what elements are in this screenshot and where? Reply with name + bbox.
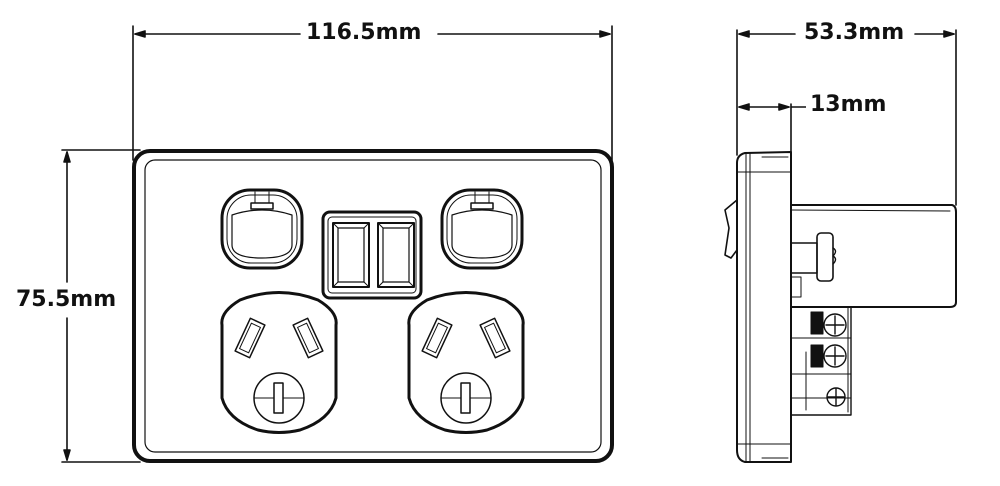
depth-dimension-label: 53.3mm: [800, 20, 909, 46]
side-faceplate: [736, 151, 792, 463]
switch-left-icon: [220, 188, 304, 270]
width-dimension-lines: [132, 25, 613, 161]
height-dimension-label: 75.5mm: [12, 287, 121, 313]
rocker-switch-side-icon: [724, 199, 738, 259]
terminal-screw-3-icon: [826, 387, 846, 407]
plate-depth-dimension-label: 13mm: [806, 92, 891, 118]
terminal-screw-2-icon: [823, 344, 847, 368]
usb-charger-icon: [321, 210, 423, 300]
height-dimension-lines: [61, 149, 141, 463]
terminal-block: [790, 306, 852, 416]
terminal-screw-1-icon: [823, 313, 847, 337]
width-dimension-label: 116.5mm: [302, 20, 426, 46]
front-plate: [132, 149, 614, 463]
depth-dimension-lines: [736, 29, 957, 206]
switch-right-icon: [440, 188, 524, 270]
socket-left-icon: [220, 291, 338, 434]
socket-right-icon: [407, 291, 525, 434]
plate-depth-dimension-lines: [738, 103, 807, 156]
body-housing: [790, 204, 957, 308]
